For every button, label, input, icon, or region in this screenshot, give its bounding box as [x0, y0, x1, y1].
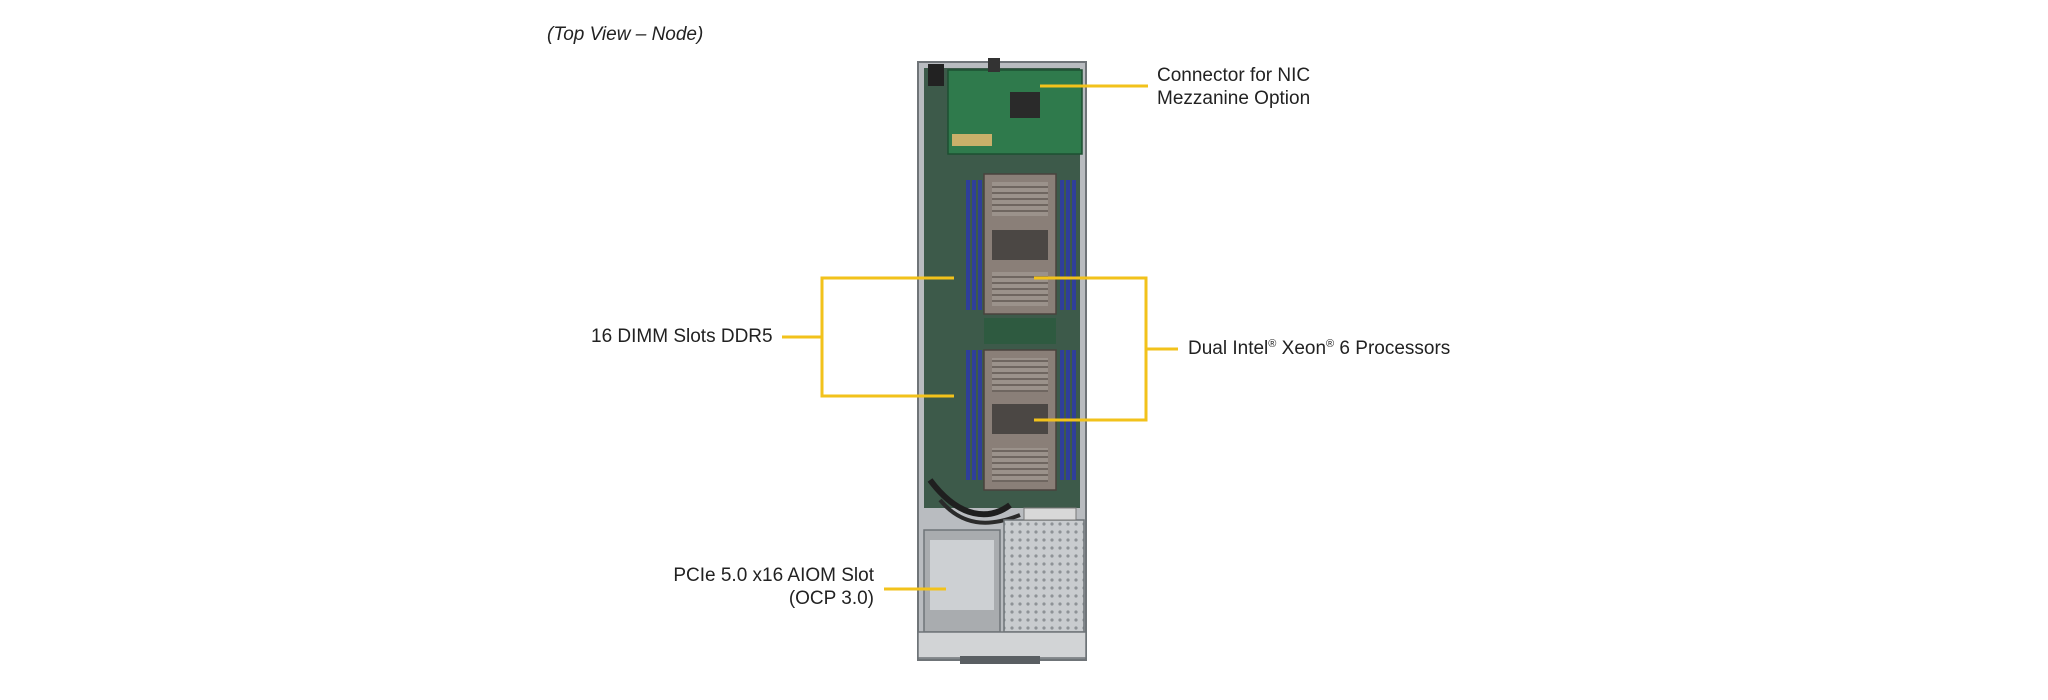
nic-callout-label: Connector for NIC Mezzanine Option	[1157, 64, 1310, 110]
cpu-callout-bracket	[1034, 276, 1178, 422]
rear-panel	[917, 631, 1087, 659]
cpu-callout-suffix: 6 Processors	[1334, 338, 1451, 359]
rear-handle	[960, 656, 1040, 664]
cpu-heatsink-1	[983, 173, 1057, 315]
io-port	[928, 64, 944, 86]
dimm-bank-top	[966, 180, 1076, 310]
cpu-callout-middle: Xeon	[1276, 338, 1327, 359]
aiom-callout-line2: (OCP 3.0)	[788, 588, 874, 609]
nic-chip	[1010, 92, 1040, 118]
aiom-callout-label: PCIe 5.0 x16 AIOM Slot (OCP 3.0)	[660, 564, 874, 610]
nic-callout-line2: Mezzanine Option	[1157, 88, 1311, 109]
board-strip	[984, 318, 1056, 344]
cable	[927, 478, 1012, 518]
dimm-callout-label: 16 DIMM Slots DDR5	[591, 326, 773, 347]
nic-callout-line1: Connector for NIC	[1157, 65, 1311, 86]
cpu-heatsink-2	[983, 349, 1057, 491]
cable	[938, 498, 1021, 525]
view-caption: (Top View – Node)	[547, 24, 704, 45]
registered-mark: ®	[1326, 338, 1335, 350]
io-port	[988, 58, 1000, 72]
riser-slot	[1023, 507, 1077, 521]
aiom-card	[930, 540, 994, 610]
aiom-callout-line1: PCIe 5.0 x16 AIOM Slot	[673, 565, 874, 586]
nic-connector	[952, 134, 992, 146]
callout-lines	[782, 84, 1178, 591]
riser-cage	[1003, 519, 1085, 633]
registered-mark: ®	[1268, 338, 1277, 350]
dimm-callout-bracket	[782, 276, 954, 398]
dimm-bank-bottom	[966, 350, 1076, 480]
cpu-callout-prefix: Dual Intel	[1188, 338, 1269, 359]
cpu-callout-label: Dual Intel® Xeon® 6 Processors	[1188, 337, 1450, 360]
